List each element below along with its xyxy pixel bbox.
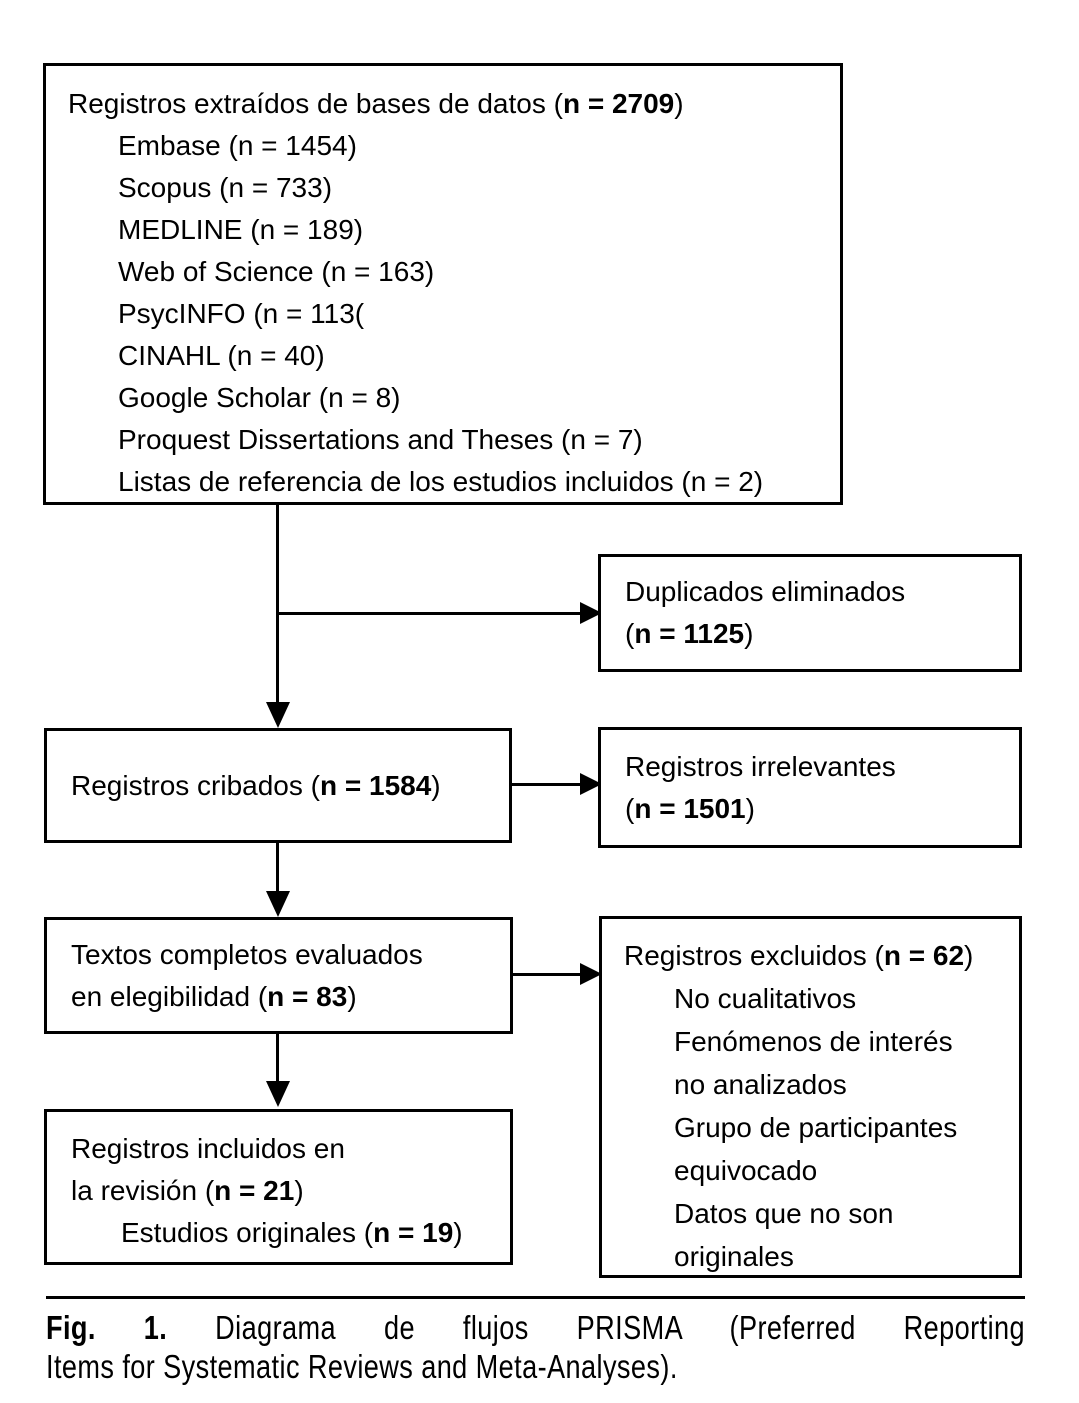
records-excluded-title: Registros excluidos (n = 62) (624, 934, 1009, 977)
identification-box: Registros extraídos de bases de datos (n… (43, 63, 843, 505)
figure-label: Fig. 1. (46, 1309, 168, 1346)
database-item: Listas de referencia de los estudios inc… (118, 466, 764, 497)
fulltext-assessed-box: Textos completos evaluados en elegibilid… (44, 917, 513, 1034)
connector-screened-to-irrelevant (512, 783, 580, 786)
caption-line-1: Fig. 1. Diagrama de flujos PRISMA (Prefe… (46, 1308, 1025, 1347)
count-value: n = 83 (267, 980, 348, 1012)
title-prefix: Registros excluidos ( (624, 940, 884, 971)
count-value: n = 62 (883, 940, 965, 971)
arrowhead-right-icon (580, 602, 602, 624)
identification-title-suffix: ) (674, 88, 684, 119)
arrowhead-right-icon (580, 773, 602, 795)
identification-title: Registros extraídos de bases de datos (n… (68, 83, 824, 125)
records-irrelevant-box: Registros irrelevantes (n = 1501) (598, 727, 1022, 848)
fulltext-assessed-line1: Textos completos evaluados (71, 938, 423, 970)
caption-line-2: Items for Systematic Reviews and Meta-An… (46, 1348, 678, 1385)
arrowhead-down-icon (266, 891, 290, 917)
exclusion-reason-item-continued: equivocado (674, 1155, 818, 1186)
database-item: PsycINFO (n = 113( (118, 298, 365, 329)
title-suffix: ) (431, 769, 441, 801)
records-irrelevant-label: Registros irrelevantes (625, 750, 896, 782)
figure-caption-text: Fig. 1. Diagrama de flujos PRISMA (Prefe… (46, 1308, 1025, 1386)
title-prefix: Registros cribados ( (71, 769, 320, 801)
exclusion-reason-item: Grupo de participantes (674, 1112, 958, 1143)
count-suffix: ) (745, 792, 755, 824)
records-included-line2: la revisión (n = 21) (71, 1170, 500, 1212)
records-excluded-box: Registros excluidos (n = 62) No cualitat… (599, 916, 1022, 1278)
figure-caption: Fig. 1. Diagrama de flujos PRISMA (Prefe… (46, 1308, 1025, 1386)
fulltext-assessed-line2: en elegibilidad (n = 83) (71, 976, 510, 1018)
connector-identification-to-screened (276, 505, 279, 704)
title-suffix: ) (964, 940, 974, 971)
records-irrelevant-count: (n = 1501) (625, 788, 1019, 830)
title-suffix: ) (453, 1217, 463, 1248)
count-value: n = 19 (373, 1217, 454, 1248)
exclusion-reason-item: Fenómenos de interés (674, 1026, 953, 1057)
title-prefix: en elegibilidad ( (71, 980, 268, 1012)
database-item: Proquest Dissertations and Theses (n = 7… (118, 424, 643, 455)
arrowhead-down-icon (266, 1081, 290, 1107)
exclusion-reason-item: No cualitativos (674, 983, 857, 1014)
duplicates-removed-count: (n = 1125) (625, 613, 1019, 655)
count-prefix: ( (625, 618, 635, 649)
title-prefix: Estudios originales ( (121, 1217, 374, 1248)
count-value: n = 1501 (634, 792, 746, 824)
original-studies-line: Estudios originales (n = 19) (121, 1212, 500, 1254)
count-prefix: ( (625, 792, 635, 824)
connector-branch-to-duplicates (277, 612, 580, 615)
count-suffix: ) (744, 618, 754, 649)
connector-fulltext-to-excluded (513, 973, 580, 976)
title-prefix: la revisión ( (71, 1175, 215, 1206)
database-item: Web of Science (n = 163) (118, 256, 435, 287)
exclusion-reason-item: Datos que no son (674, 1198, 894, 1229)
caption-divider (46, 1296, 1025, 1299)
identification-count: n = 2709 (562, 88, 675, 119)
title-suffix: ) (347, 980, 357, 1012)
connector-screened-to-fulltext (276, 843, 279, 893)
records-included-line1: Registros incluidos en (71, 1133, 345, 1164)
count-value: n = 1125 (634, 618, 745, 649)
title-suffix: ) (294, 1175, 304, 1206)
database-item: CINAHL (n = 40) (118, 340, 325, 371)
exclusion-reason-item-continued: originales (674, 1241, 794, 1272)
exclusion-reason-item-continued: no analizados (674, 1069, 847, 1100)
database-item: Scopus (n = 733) (118, 172, 333, 203)
arrowhead-right-icon (580, 963, 602, 985)
caption-text-part1: Diagrama de flujos PRISMA (Preferred Rep… (167, 1309, 1026, 1346)
duplicates-removed-box: Duplicados eliminados (n = 1125) (598, 554, 1022, 672)
count-value: n = 1584 (319, 769, 432, 801)
database-item: Embase (n = 1454) (118, 130, 357, 161)
records-screened-title: Registros cribados (n = 1584) (71, 765, 509, 807)
identification-title-prefix: Registros extraídos de bases de datos ( (68, 88, 563, 119)
connector-fulltext-to-included (276, 1034, 279, 1083)
arrowhead-down-icon (266, 702, 290, 728)
records-screened-box: Registros cribados (n = 1584) (44, 728, 512, 843)
records-included-box: Registros incluidos en la revisión (n = … (44, 1109, 513, 1265)
database-item: Google Scholar (n = 8) (118, 382, 401, 413)
duplicates-removed-label: Duplicados eliminados (625, 576, 906, 607)
count-value: n = 21 (214, 1175, 295, 1206)
database-item: MEDLINE (n = 189) (118, 214, 364, 245)
